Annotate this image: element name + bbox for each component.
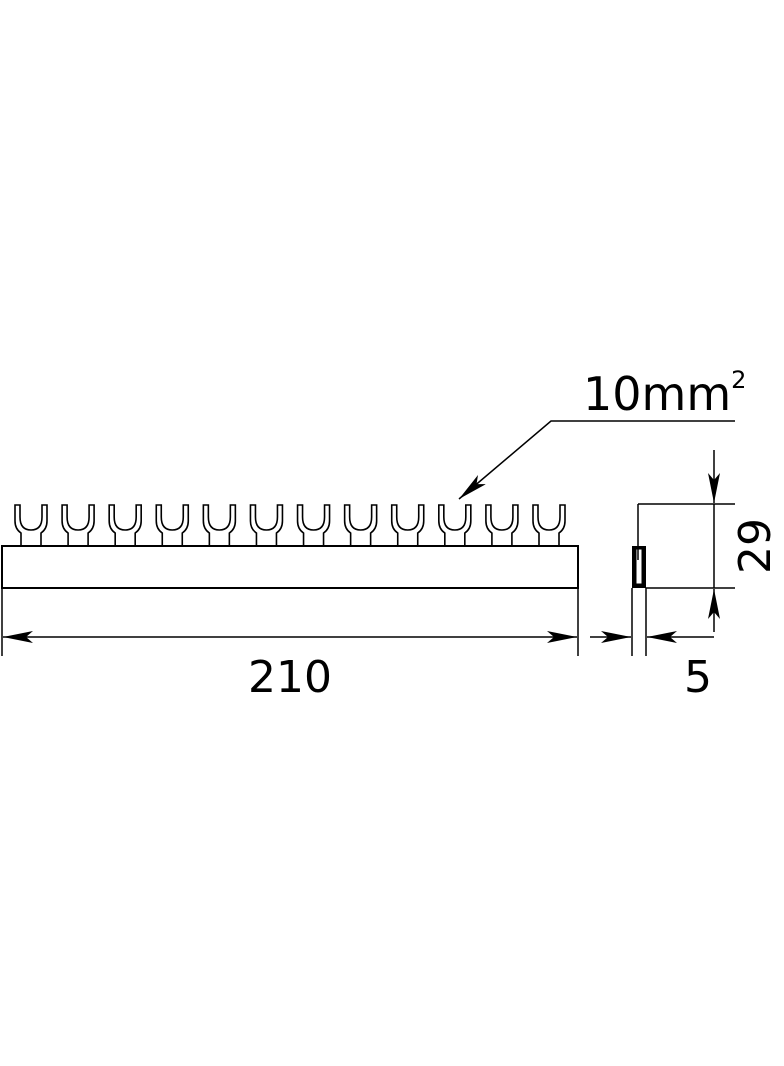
length-label: 210: [248, 652, 332, 703]
fork-terminal: [249, 504, 284, 546]
fork-terminal: [485, 504, 519, 546]
cross-section-superscript: 2: [731, 366, 746, 394]
busbar-body: [1, 545, 579, 589]
cross-section-value: 10mm: [583, 367, 731, 421]
cross-section-leader: [458, 420, 735, 500]
fork-terminal: [155, 504, 190, 546]
side-profile-slot: [635, 548, 643, 585]
cross-section-label: 10mm2: [583, 366, 746, 421]
fork-terminal: [343, 504, 378, 546]
fork-terminal: [61, 504, 95, 546]
thickness-label: 5: [684, 652, 712, 703]
fork-terminal: [532, 504, 566, 546]
forks: [14, 504, 566, 546]
height-label: 29: [730, 518, 781, 574]
fork-terminal: [202, 504, 237, 546]
fork-terminal: [14, 504, 48, 546]
fork-terminal: [390, 504, 425, 546]
fork-terminal: [296, 504, 331, 546]
fork-terminal: [108, 504, 142, 546]
fork-terminal: [438, 504, 472, 546]
